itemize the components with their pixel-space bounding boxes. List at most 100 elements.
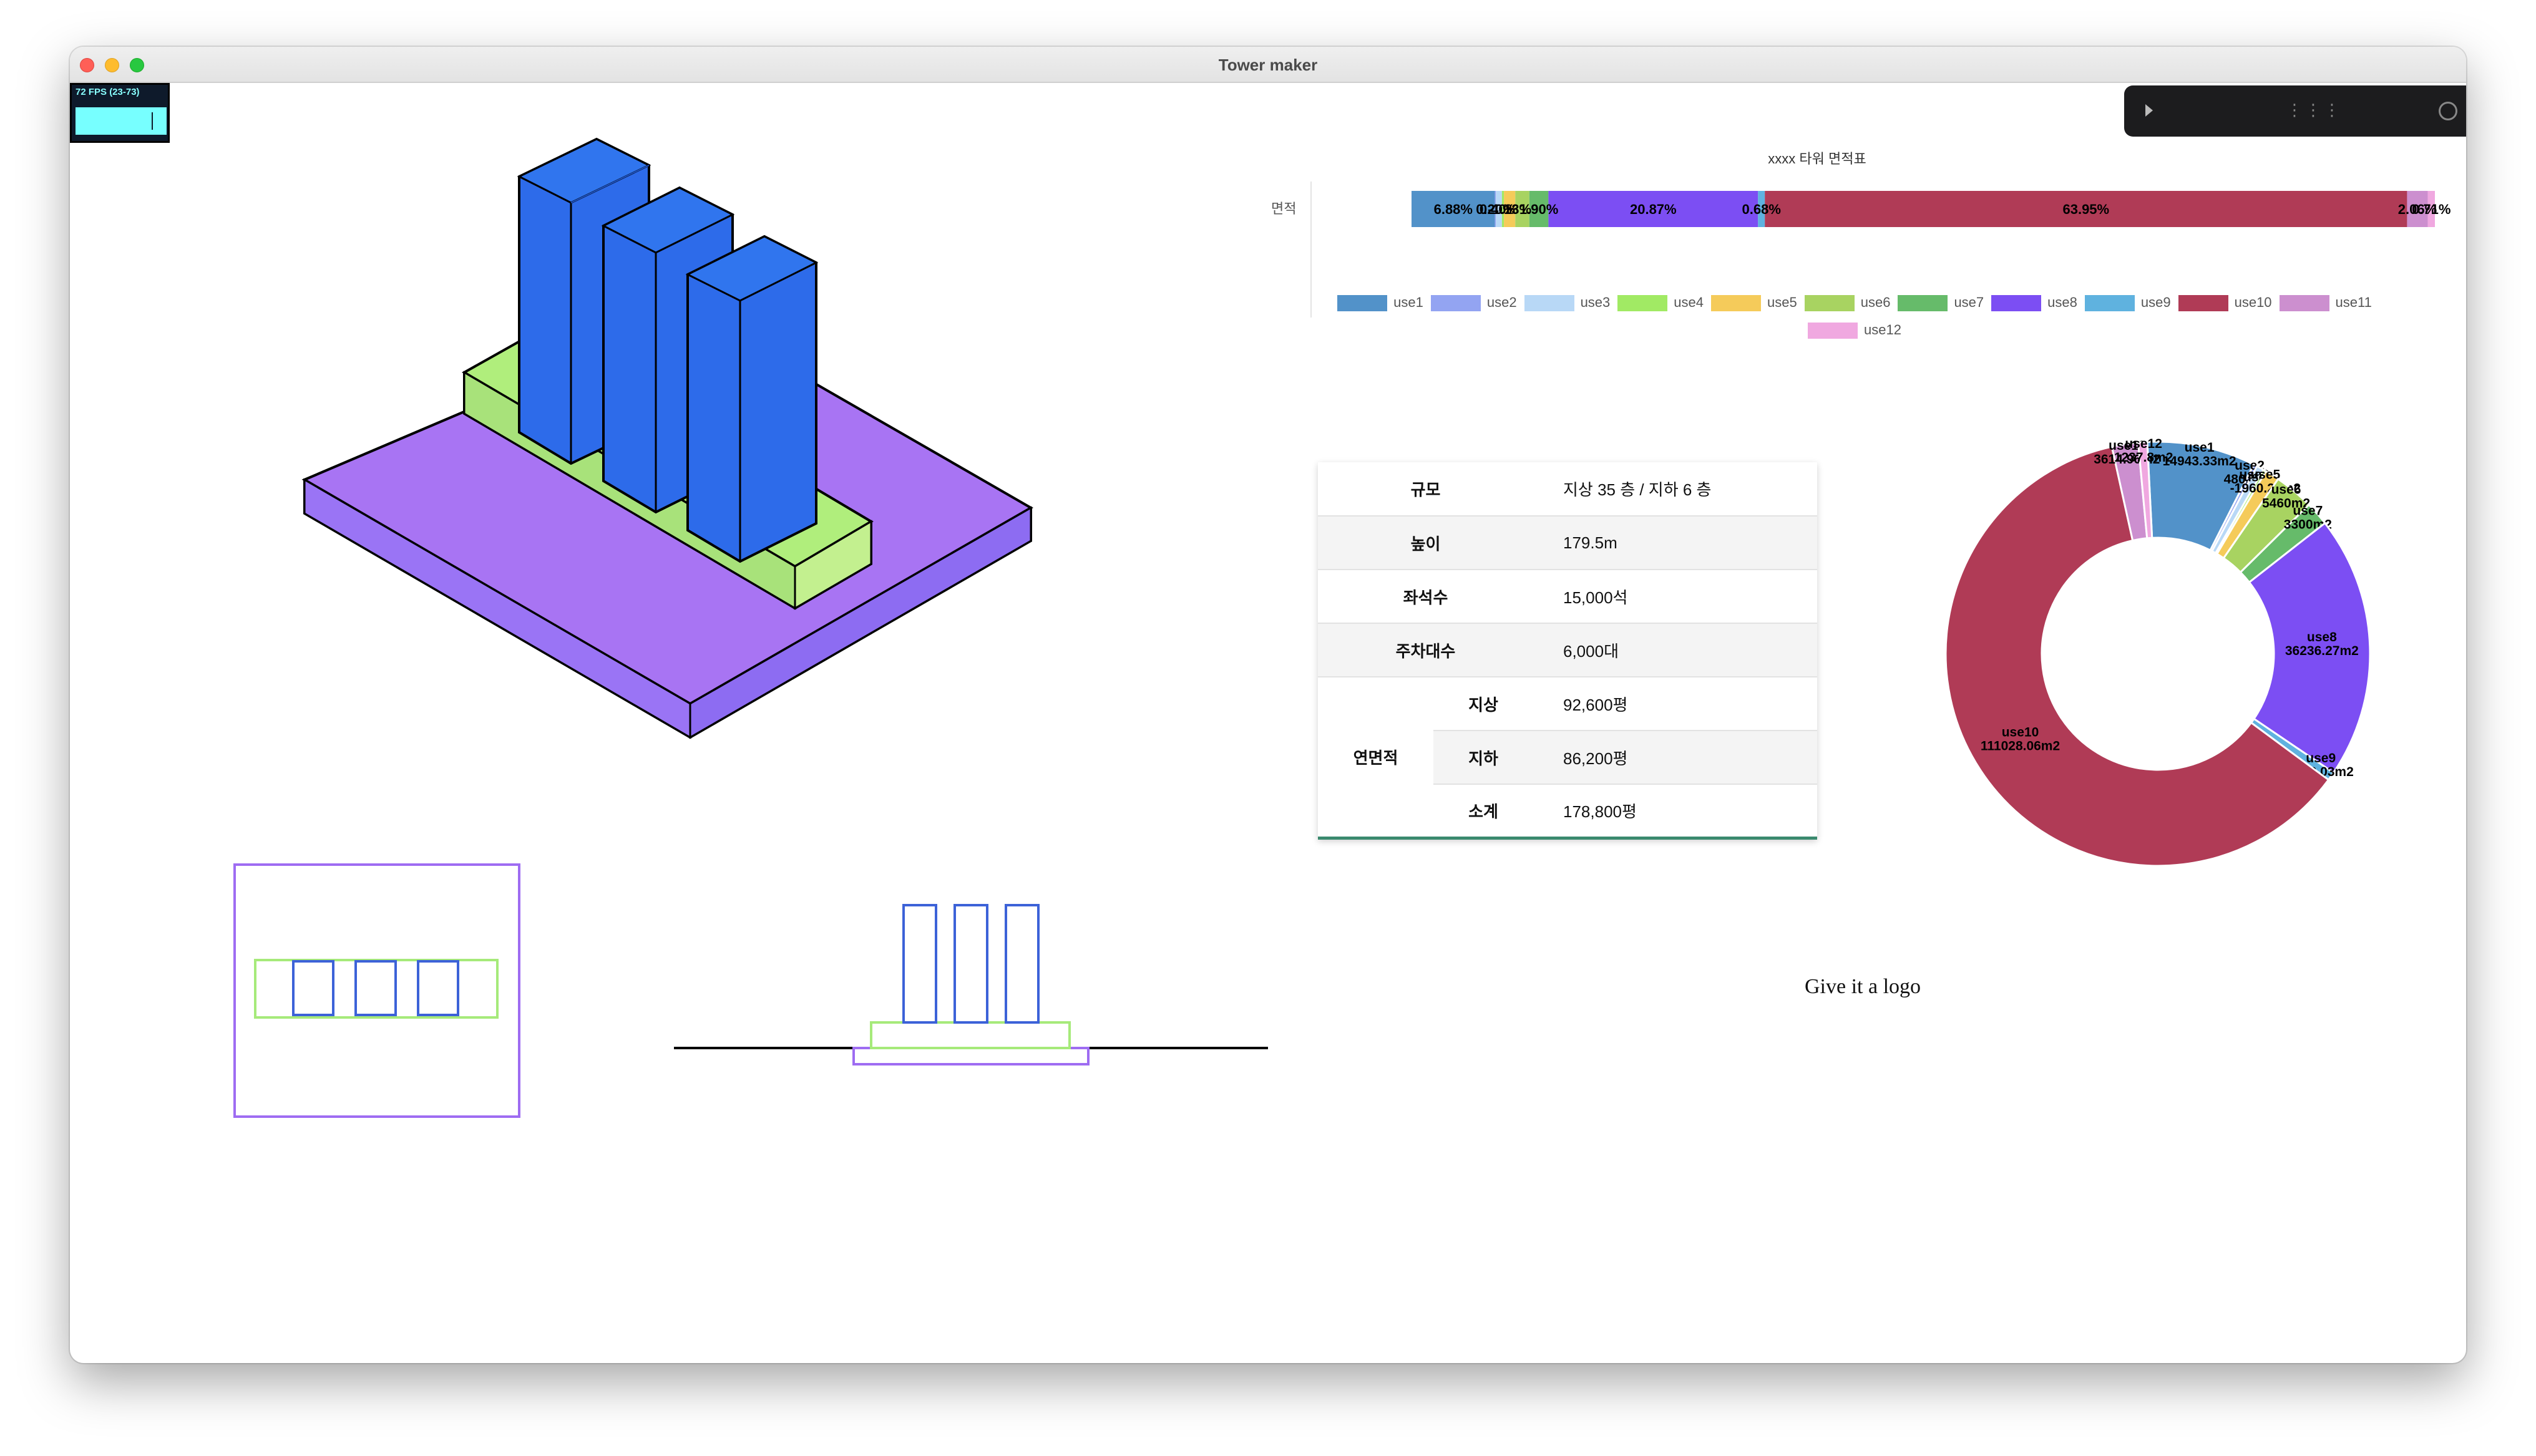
bar-segment-use8[interactable]	[1548, 191, 1758, 227]
bar-segment-use3[interactable]	[1496, 191, 1502, 227]
bar-data-label: 6.88%	[1434, 201, 1473, 217]
legend-item-use1[interactable]: use1	[1337, 289, 1423, 316]
legend-item-use2[interactable]: use2	[1430, 289, 1517, 316]
legend-swatch	[2084, 295, 2135, 312]
drag-handle-icon[interactable]: ⋮⋮⋮	[2286, 100, 2343, 119]
donut-slice-use12[interactable]	[2137, 440, 2153, 540]
bar-data-label: -1.13%	[1488, 201, 1531, 217]
bar-segment-use11[interactable]	[2407, 191, 2428, 227]
bar-segment-use2[interactable]	[1495, 191, 1496, 227]
row-key: 규모	[1318, 462, 1533, 517]
stacked-area-bar-chart[interactable]: -1.13% 6.88%0.20%0.40%1.90% 20.87% 0.68% 63.…	[70, 83, 2466, 332]
legend-swatch	[1524, 295, 1574, 312]
logo-placeholder: Give it a logo	[1805, 975, 1921, 998]
bar-segment-use6[interactable]	[1515, 191, 1529, 227]
legend-label: use1	[1393, 294, 1423, 310]
row-value: 15,000석	[1533, 570, 1817, 624]
legend-label: use9	[2140, 294, 2171, 310]
plan-view-drawing	[233, 863, 520, 1118]
row-subkey: 소계	[1433, 784, 1533, 838]
legend-item-use12[interactable]: use12	[1808, 316, 1901, 344]
close-window-button[interactable]	[80, 58, 94, 72]
legend-swatch	[1337, 295, 1388, 312]
bar-data-label: 1.90%	[1519, 201, 1558, 217]
legend-label: use12	[1864, 322, 1901, 338]
donut-slice-use8[interactable]	[2248, 522, 2371, 774]
table-row: 주차대수 6,000대	[1318, 623, 1817, 677]
legend-item-use7[interactable]: use7	[1898, 289, 1984, 316]
legend-label: use11	[2335, 294, 2372, 310]
legend-label: use7	[1954, 294, 1984, 310]
bar-segment-use10[interactable]	[1765, 191, 2407, 227]
app-content: 72 FPS (23-73) ⋮⋮⋮ xxxx 타워 면적표 면적 -1.13%…	[70, 83, 2466, 1363]
legend-item-use3[interactable]: use3	[1524, 289, 1611, 316]
legend-label: use6	[1860, 294, 1891, 310]
table-row: 규모 지상 35 층 / 지하 6 층	[1318, 462, 1817, 517]
legend-item-use8[interactable]: use8	[1991, 289, 2077, 316]
bar-legend: use1 use2 use3 use4 use5 use6 use7 use8 use9 use1…	[1296, 289, 2413, 344]
bar-data-label: 2.06%	[2398, 201, 2437, 217]
tower-3d-viewport[interactable]	[70, 83, 1293, 1363]
expand-arrow-icon[interactable]	[2145, 104, 2153, 117]
row-value: 178,800평	[1533, 784, 1817, 838]
tower-block-3	[685, 235, 819, 563]
row-subkey: 지하	[1433, 730, 1533, 785]
bar-axis-line	[1310, 182, 1312, 318]
row-key: 주차대수	[1318, 623, 1533, 677]
bar-segment-use1[interactable]	[1412, 191, 1495, 227]
legend-swatch	[1617, 295, 1668, 312]
controls-panel[interactable]: ⋮⋮⋮	[2124, 85, 2466, 137]
legend-item-use5[interactable]: use5	[1711, 289, 1797, 316]
row-value: 86,200평	[1533, 730, 1817, 785]
bar-segment-use4[interactable]	[1501, 191, 1505, 227]
area-group-key: 연면적	[1318, 677, 1433, 838]
table-row: 높이 179.5m	[1318, 516, 1817, 570]
minimize-window-button[interactable]	[105, 58, 119, 72]
legend-item-use11[interactable]: use11	[2279, 289, 2372, 316]
legend-item-use4[interactable]: use4	[1617, 289, 1704, 316]
legend-swatch	[1991, 295, 2042, 312]
bar-data-label: 20.87%	[1630, 201, 1677, 217]
bar-data-label: 63.95%	[2062, 201, 2109, 217]
legend-label: use8	[2047, 294, 2077, 310]
area-donut-chart[interactable]: use114943.33m2use2480.1m2use3use4use5-19…	[70, 83, 2466, 894]
fps-graph	[76, 107, 167, 135]
row-value: 92,600평	[1533, 677, 1817, 731]
app-window: Tower maker	[70, 47, 2466, 1363]
legend-swatch	[1804, 295, 1855, 312]
fps-label: 72 FPS (23-73)	[76, 87, 140, 97]
legend-swatch	[1808, 323, 1858, 339]
row-subkey: 지상	[1433, 677, 1533, 731]
window-title: Tower maker	[1218, 56, 1318, 74]
area-chart-title: xxxx 타워 면적표	[1768, 151, 1866, 167]
title-bar[interactable]: Tower maker	[70, 47, 2466, 83]
bar-segment-use5[interactable]	[1504, 191, 1516, 227]
search-icon[interactable]	[2439, 102, 2457, 120]
bar-data-label: 0.71%	[2412, 201, 2451, 217]
row-value: 6,000대	[1533, 623, 1817, 677]
bar-data-label: 0.20%	[1476, 201, 1514, 217]
bar-category-label: 면적	[1271, 201, 1297, 216]
table-row: 좌석수 15,000석	[1318, 570, 1817, 624]
maximize-window-button[interactable]	[130, 58, 144, 72]
donut-slice-use10[interactable]	[1944, 445, 2330, 867]
building-info-table: 규모 지상 35 층 / 지하 6 층 높이 179.5m 좌석수 15,000…	[1318, 462, 1817, 840]
bar-segment-use7[interactable]	[1529, 191, 1549, 227]
legend-item-use10[interactable]: use10	[2178, 289, 2272, 316]
row-value: 지상 35 층 / 지하 6 층	[1533, 462, 1817, 517]
table-row: 소계 178,800평	[1318, 784, 1817, 838]
fps-stats-panel[interactable]: 72 FPS (23-73)	[70, 83, 170, 143]
elevation-view-drawing	[674, 904, 1268, 1065]
bar-data-label: 0.40%	[1480, 201, 1518, 217]
bar-segment-use12[interactable]	[2427, 191, 2435, 227]
legend-item-use9[interactable]: use9	[2084, 289, 2171, 316]
legend-swatch	[1898, 295, 1948, 312]
legend-item-use6[interactable]: use6	[1804, 289, 1891, 316]
bar-data-label: 0.68%	[1742, 201, 1781, 217]
bar-segment-use9[interactable]	[1758, 191, 1765, 227]
legend-label: use3	[1580, 294, 1611, 310]
row-value: 179.5m	[1533, 516, 1817, 570]
